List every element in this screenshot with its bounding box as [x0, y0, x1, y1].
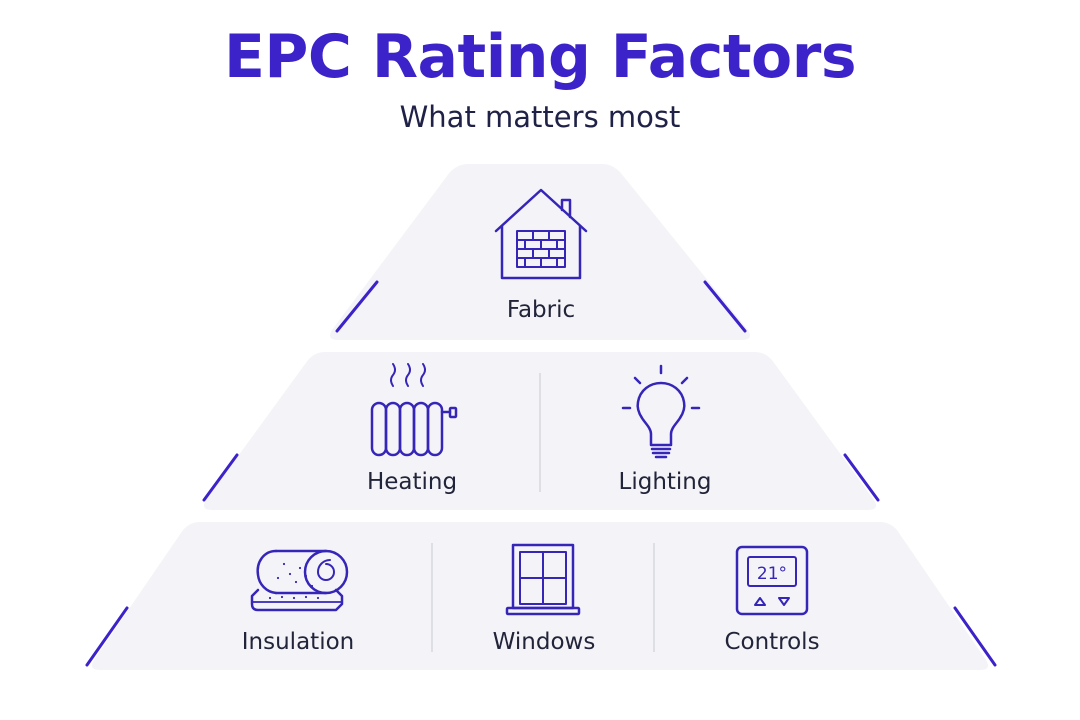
tier-accent-strokes — [85, 280, 997, 667]
light-bulb-icon — [621, 364, 701, 459]
house-brick-wall-icon — [494, 188, 588, 280]
page-subtitle: What matters most — [399, 100, 681, 134]
accent-bottom-right — [953, 606, 997, 667]
tier-dividers — [431, 373, 655, 652]
factor-label-windows: Windows — [492, 629, 596, 655]
page-title: EPC Rating Factors — [223, 22, 857, 92]
tier-top-shape — [330, 164, 750, 340]
accent-middle-left — [202, 453, 239, 502]
factor-label-lighting: Lighting — [618, 469, 712, 495]
window-icon — [505, 543, 581, 616]
accent-top-right — [703, 280, 747, 333]
thermostat-reading: 21° — [757, 564, 787, 584]
factor-label-heating: Heating — [366, 469, 458, 495]
thermostat-icon — [735, 545, 809, 616]
tier-backgrounds — [92, 164, 988, 670]
factor-label-controls: Controls — [724, 629, 820, 655]
tier-bottom-shape — [92, 522, 988, 670]
factor-label-fabric: Fabric — [506, 297, 576, 323]
factor-label-insulation: Insulation — [241, 629, 355, 655]
insulation-roll-icon — [250, 549, 349, 612]
accent-middle-right — [843, 453, 880, 502]
radiator-icon — [370, 363, 458, 457]
accent-bottom-left — [85, 606, 129, 667]
accent-top-left — [335, 280, 379, 333]
